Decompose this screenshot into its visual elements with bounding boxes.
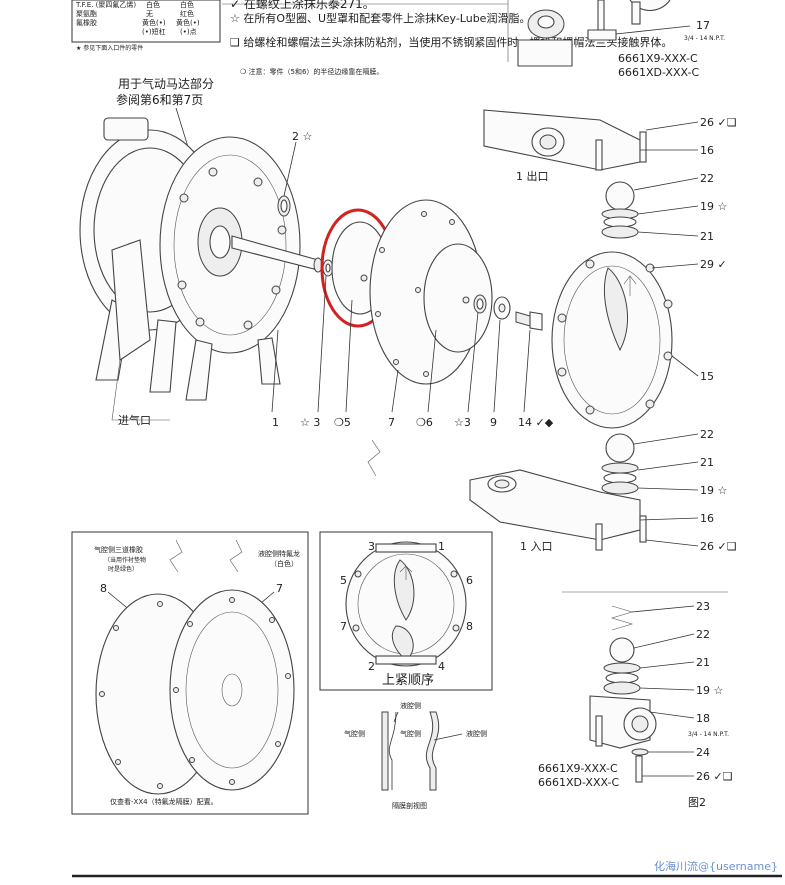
fluid-chamber-assembly: 1 出口 1 入口 bbox=[469, 109, 737, 553]
right-label-26-bottom: 26 ✓❑ bbox=[700, 540, 737, 553]
section-fluid-right: 液腔侧 bbox=[466, 729, 487, 738]
air-motor-label-1: 用于气动马达部分 bbox=[118, 76, 214, 91]
section-air-mid: 气腔侧 bbox=[400, 729, 421, 738]
legend-row-4-b: (•)点 bbox=[180, 28, 197, 36]
inset-label-24: 24 bbox=[696, 746, 710, 759]
top-npt: 3/4 - 14 N.P.T. bbox=[684, 35, 725, 42]
label-2: 2 ☆ bbox=[292, 130, 312, 143]
legend-row-1-b: 白色 bbox=[180, 0, 194, 9]
label-3-left: ☆ 3 bbox=[300, 416, 320, 429]
legend-row-3-a: 黄色(•) bbox=[142, 18, 166, 27]
label-5: ❍5 bbox=[334, 416, 351, 429]
label-14: 14 ✓◆ bbox=[518, 416, 554, 429]
air-side-label-3: 时是绿色） bbox=[108, 565, 138, 573]
inset-label-26: 26 ✓❑ bbox=[696, 770, 733, 783]
watermark: 化海川流@{username} bbox=[654, 859, 778, 873]
right-label-16-bottom: 16 bbox=[700, 512, 714, 525]
bottom-right-inset: 23 22 21 19 ☆ 18 3/4 - 14 N.P.T. 24 26 ✓… bbox=[538, 591, 733, 809]
inset-model-1: 6661X9-XXX-C bbox=[538, 762, 618, 775]
legend-row-2-b: 红色 bbox=[180, 9, 194, 18]
diaphragm-section-view: 液腔侧 气腔侧 气腔侧 液腔侧 隔膜剖视图 bbox=[344, 701, 487, 810]
label-6: ❍6 bbox=[416, 416, 433, 429]
fluid-side-label-1: 液腔侧特氟龙 bbox=[258, 549, 300, 558]
right-label-29: 29 ✓ bbox=[700, 258, 727, 271]
label-9: 9 bbox=[490, 416, 497, 429]
air-side-label-2: （当用作衬垫物 bbox=[104, 556, 146, 564]
figure-label: 图2 bbox=[688, 796, 706, 809]
torque-8: 8 bbox=[466, 620, 473, 633]
air-inlet-label: 进气口 bbox=[118, 413, 151, 427]
right-label-19-top: 19 ☆ bbox=[700, 200, 728, 213]
inset-label-23: 23 bbox=[696, 600, 710, 613]
diaphragm-detail-box: 气腔侧三道橡胶 （当用作衬垫物 时是绿色） 液腔侧特氟龙 （白色） 8 7 仅查… bbox=[71, 531, 309, 815]
air-motor-label-2: 参阅第6和第7页 bbox=[116, 92, 203, 107]
inset-label-18: 18 bbox=[696, 712, 710, 725]
legend-row-2-material: 聚氨酯 bbox=[76, 9, 97, 18]
inset-label-21: 21 bbox=[696, 656, 710, 669]
torque-7: 7 bbox=[340, 620, 347, 633]
inset-model-2: 6661XD-XXX-C bbox=[538, 776, 619, 789]
outlet-label: 1 出口 bbox=[516, 169, 549, 183]
diaphragm-stack: 1 ☆ 3 ❍5 7 ❍6 ☆3 9 14 ✓◆ bbox=[169, 199, 554, 573]
legend-row-2-a: 无 bbox=[146, 10, 153, 18]
legend-row-3-b: 黄色(•) bbox=[176, 18, 200, 27]
right-label-21-top: 21 bbox=[700, 230, 714, 243]
right-label-16-top: 16 bbox=[700, 144, 714, 157]
top-model-2: 6661XD-XXX-C bbox=[618, 66, 699, 79]
section-fluid-top: 液腔侧 bbox=[400, 701, 421, 710]
legend-row-1-a: 白色 bbox=[146, 0, 160, 9]
right-label-22-top: 22 bbox=[700, 172, 714, 185]
right-label-22-bottom: 22 bbox=[700, 428, 714, 441]
material-legend: T.F.E. (聚四氟乙烯) 白色 白色 聚氨酯 无 红色 氟橡胶 黄色(•) … bbox=[71, 0, 221, 52]
detail-caption: 仅查看-XX4（特氟龙隔膜）配置。 bbox=[110, 797, 218, 806]
inset-label-22: 22 bbox=[696, 628, 710, 641]
note-line-1: ✓ 在螺纹上涂抹乐泰271。 bbox=[230, 0, 375, 11]
section-air-left: 气腔侧 bbox=[344, 729, 365, 738]
right-label-19-bottom: 19 ☆ bbox=[700, 484, 728, 497]
detail-label-8: 8 bbox=[100, 582, 107, 595]
torque-2: 2 bbox=[368, 660, 375, 673]
right-label-15: 15 bbox=[700, 370, 714, 383]
label-3-right: ☆3 bbox=[454, 416, 471, 429]
air-side-label-1: 气腔侧三道橡胶 bbox=[94, 545, 143, 554]
inset-label-19: 19 ☆ bbox=[696, 684, 724, 697]
top-model-1: 6661X9-XXX-C bbox=[618, 52, 698, 65]
torque-3: 3 bbox=[368, 540, 375, 553]
legend-row-3-material: 氟橡胶 bbox=[76, 18, 97, 27]
torque-caption: 上紧顺序 bbox=[382, 673, 434, 688]
legend-row-1-material: T.F.E. (聚四氟乙烯) bbox=[75, 0, 136, 9]
right-label-26-top: 26 ✓❑ bbox=[700, 116, 737, 129]
air-motor-assembly: 用于气动马达部分 参阅第6和第7页 2 ☆ bbox=[79, 76, 334, 427]
torque-1: 1 bbox=[438, 540, 445, 553]
torque-4: 4 bbox=[438, 660, 445, 673]
inset-npt: 3/4 - 14 N.P.T. bbox=[688, 731, 729, 738]
torque-5: 5 bbox=[340, 574, 347, 587]
note-line-2: ☆ 在所有O型圈、U型罩和配套零件上涂抹Key-Lube润滑脂。 bbox=[230, 11, 530, 25]
torque-6: 6 bbox=[466, 574, 473, 587]
label-17: 17 bbox=[696, 19, 710, 32]
label-1: 1 bbox=[272, 416, 279, 429]
inlet-label: 1 入口 bbox=[520, 540, 553, 553]
top-right-inset: 17 3/4 - 14 N.P.T. 6661X9-XXX-C 6661XD-X… bbox=[517, 0, 725, 79]
fluid-side-label-2: （白色） bbox=[270, 559, 298, 568]
right-label-21-bottom: 21 bbox=[700, 456, 714, 469]
label-7: 7 bbox=[388, 416, 395, 429]
legend-footnote: ★ 参见下面入口件的零件 bbox=[76, 44, 143, 52]
detail-label-7: 7 bbox=[276, 582, 283, 595]
torque-sequence-box: 3 1 5 6 7 8 2 4 上紧顺序 bbox=[319, 531, 493, 691]
section-caption: 隔膜剖视图 bbox=[392, 801, 427, 810]
legend-row-4-a: (•)短杠 bbox=[142, 27, 166, 36]
note-radius: ❍ 注意：零件（5和6）的半径边缘靠在隔膜。 bbox=[240, 67, 383, 76]
